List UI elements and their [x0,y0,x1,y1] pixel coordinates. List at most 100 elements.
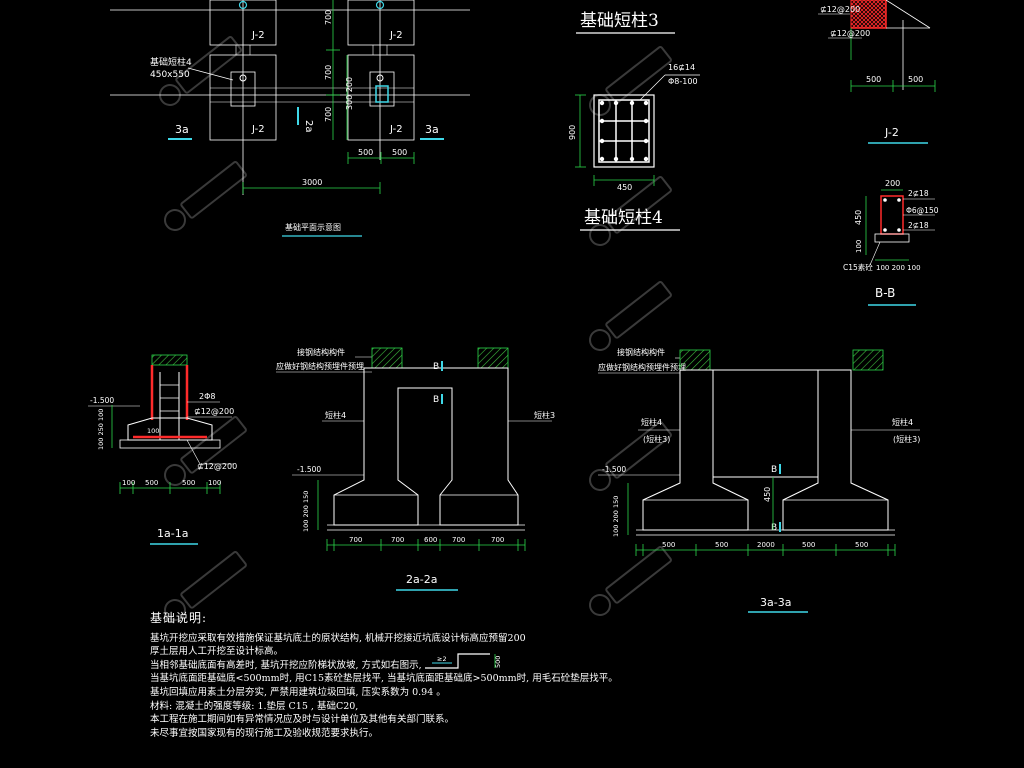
j2-rebar-b: ⊈12@200 [830,29,870,38]
notes-title: 基础说明: [150,611,208,625]
sec2a-beam-mark: B [433,362,439,372]
foundation-plan: J-2 J-2 J-2 J-2 基础短柱4 450x550 3a 3a 2a 7… [110,0,470,237]
sec1a-rebar-a: 2Φ8 [199,392,215,401]
notes-line: 当基坑底面距基础底<500mm时, 用C15素砼垫层找平, 当基坑底面距基础底>… [150,673,618,685]
bb-rebar-top: 2⊈18 [908,189,929,198]
sec3a-elev: -1.500 [602,465,626,474]
notes-line: 本工程在施工期间如有异常情况应及时与设计单位及其他有关部门联系。 [150,714,455,726]
sec3a-dim: 500 [855,541,868,549]
sec3a-left-col: 短柱4 [641,417,662,427]
bb-rebar-mid: Φ6@150 [906,206,939,215]
col4-rebar-stirrup: Φ8-100 [668,77,698,86]
sec2a-note2: 应做好钢结构预埋件预埋 [276,361,364,371]
plan-dim-700: 700 [324,107,333,122]
watermark-group [159,35,672,621]
j2-detail: ⊈12@200 ⊈12@200 500 500 J-2 [818,0,936,144]
sec3a-note2: 应做好钢结构预埋件预埋 [598,362,686,372]
plan-j2-label: J-2 [389,124,403,135]
notes-line: 基坑回填应用素土分层夯实, 严禁用建筑垃圾回填, 压实系数为 0.94 。 [150,686,446,698]
sec1a-label: 1a-1a [157,527,188,540]
bb-dim-top: 200 [885,179,900,188]
bb-dim-h: 450 [854,210,863,225]
plan-j2-label: J-2 [251,124,265,135]
plan-dim-500: 500 [392,148,407,157]
col4-title: 基础短柱4 [584,208,663,228]
sec3a-dim: 500 [662,541,675,549]
sec1a-dim: 100 [122,479,135,487]
sec2a-left-col: 短柱4 [325,410,346,420]
j2-dim: 500 [908,75,923,84]
foundation-notes: 基础说明: 基坑开挖应采取有效措施保证基坑底土的原状结构, 机械开挖接近坑底设计… [150,611,618,740]
step-mark: ≥2 [437,655,447,663]
plan-section-left: 3a [175,123,189,136]
sec3a-dim-vert: 100 200 150 [612,496,620,537]
sec2a-dim: 700 [491,536,504,544]
j2-dim: 500 [866,75,881,84]
sec3a-left-col-alt: (短柱3) [643,434,670,444]
sec2a-beam-mark: B [433,395,439,405]
plan-j2-label: J-2 [251,30,265,41]
plan-column-label: 基础短柱4 [150,56,192,68]
sec1a-rebar-b: ⊈12@200 [194,407,234,416]
sec2a-note1: 接钢结构构件 [297,347,345,357]
sec2a-right-col: 短柱3 [534,410,555,420]
notes-line: 厚土层用人工开挖至设计标高。 [150,646,284,658]
step-diagram: ≥2 500 [425,653,502,669]
sec1a-dim: 500 [182,479,195,487]
plan-j2-label: J-2 [389,30,403,41]
sec2a-elev: -1.500 [297,465,321,474]
plan-dim-300-200: 300 200 [345,77,354,110]
sec3a-dim: 500 [715,541,728,549]
sec2a-dim: 600 [424,536,437,544]
plan-section-right: 3a [425,123,439,136]
bb-detail: 200 2⊈18 Φ6@150 2⊈18 450 100 C15素砼 100 2… [843,179,939,306]
sec2a-dim: 700 [349,536,362,544]
plan-title: 基础平面示意图 [285,222,341,232]
j2-label: J-2 [884,126,899,139]
notes-line: 基坑开挖应采取有效措施保证基坑底土的原状结构, 机械开挖接近坑底设计标高应预留2… [150,632,526,644]
sec2a-dim: 700 [452,536,465,544]
section-3a: 接钢结构构件 应做好钢结构预埋件预埋 B B 450 短柱4 (短柱3) 短柱4… [598,347,920,613]
section-1a: -1.500 2Φ8 ⊈12@200 ⊈12@200 100 100 250 1… [88,354,237,545]
bb-dim-100: 100 [855,240,863,253]
j2-rebar-a: ⊈12@200 [820,5,860,14]
sec2a-dim: 700 [391,536,404,544]
sec3a-dim-450: 450 [763,487,772,502]
notes-line: 当相邻基础底面有高差时, 基坑开挖应阶梯状放坡, 方式如右图示, [150,659,422,671]
sec1a-rebar-c: ⊈12@200 [197,462,237,471]
step-dim: 500 [494,656,502,668]
sec1a-dim-vert: 100 250 100 [97,409,105,450]
bb-c15: C15素砼 [843,262,873,272]
sec3a-right-col: 短柱4 [892,417,913,427]
section-2a: 接钢结构构件 应做好钢结构预埋件预埋 B B 短柱4 短柱3 -1.500 10… [276,347,555,591]
sec3a-dim: 2000 [757,541,775,549]
sec3a-label: 3a-3a [760,596,791,609]
sec1a-elev: -1.500 [90,396,114,405]
sec2a-label: 2a-2a [406,573,437,586]
col4-rebar-main: 16⊈14 [668,63,695,72]
col4-width: 450 [617,183,632,192]
sec2a-dim-vert: 100 200 150 [302,491,310,532]
sec1a-dim-100: 100 [147,427,159,435]
sec1a-dim: 100 [208,479,221,487]
notes-line: 未尽事宜按国家现有的现行施工及验收规范要求执行。 [150,727,379,739]
sec3a-right-col-alt: (短柱3) [893,434,920,444]
plan-dim-700: 700 [324,65,333,80]
sec3a-beam-mark: B [771,465,777,475]
notes-line: 材料: 混凝土的强度等级: 1.垫层 C15 , 基础C20, [150,700,359,712]
plan-dim-500: 500 [358,148,373,157]
col3-title: 基础短柱3 [580,11,659,31]
sec3a-beam-mark: B [771,523,777,533]
plan-column-size: 450x550 [150,70,190,80]
sec3a-note1: 接钢结构构件 [617,347,665,357]
bb-dims-bottom: 100 200 100 [876,264,921,272]
bb-label: B-B [875,286,895,300]
col4-height: 900 [568,125,577,140]
sec3a-dim: 500 [802,541,815,549]
plan-dim-700: 700 [324,10,333,25]
plan-section-mid: 2a [303,120,314,133]
sec1a-dim: 500 [145,479,158,487]
plan-dim-3000: 3000 [302,178,322,187]
column-details: 基础短柱3 16⊈14 Φ8-100 900 450 基础短柱4 [568,11,700,231]
